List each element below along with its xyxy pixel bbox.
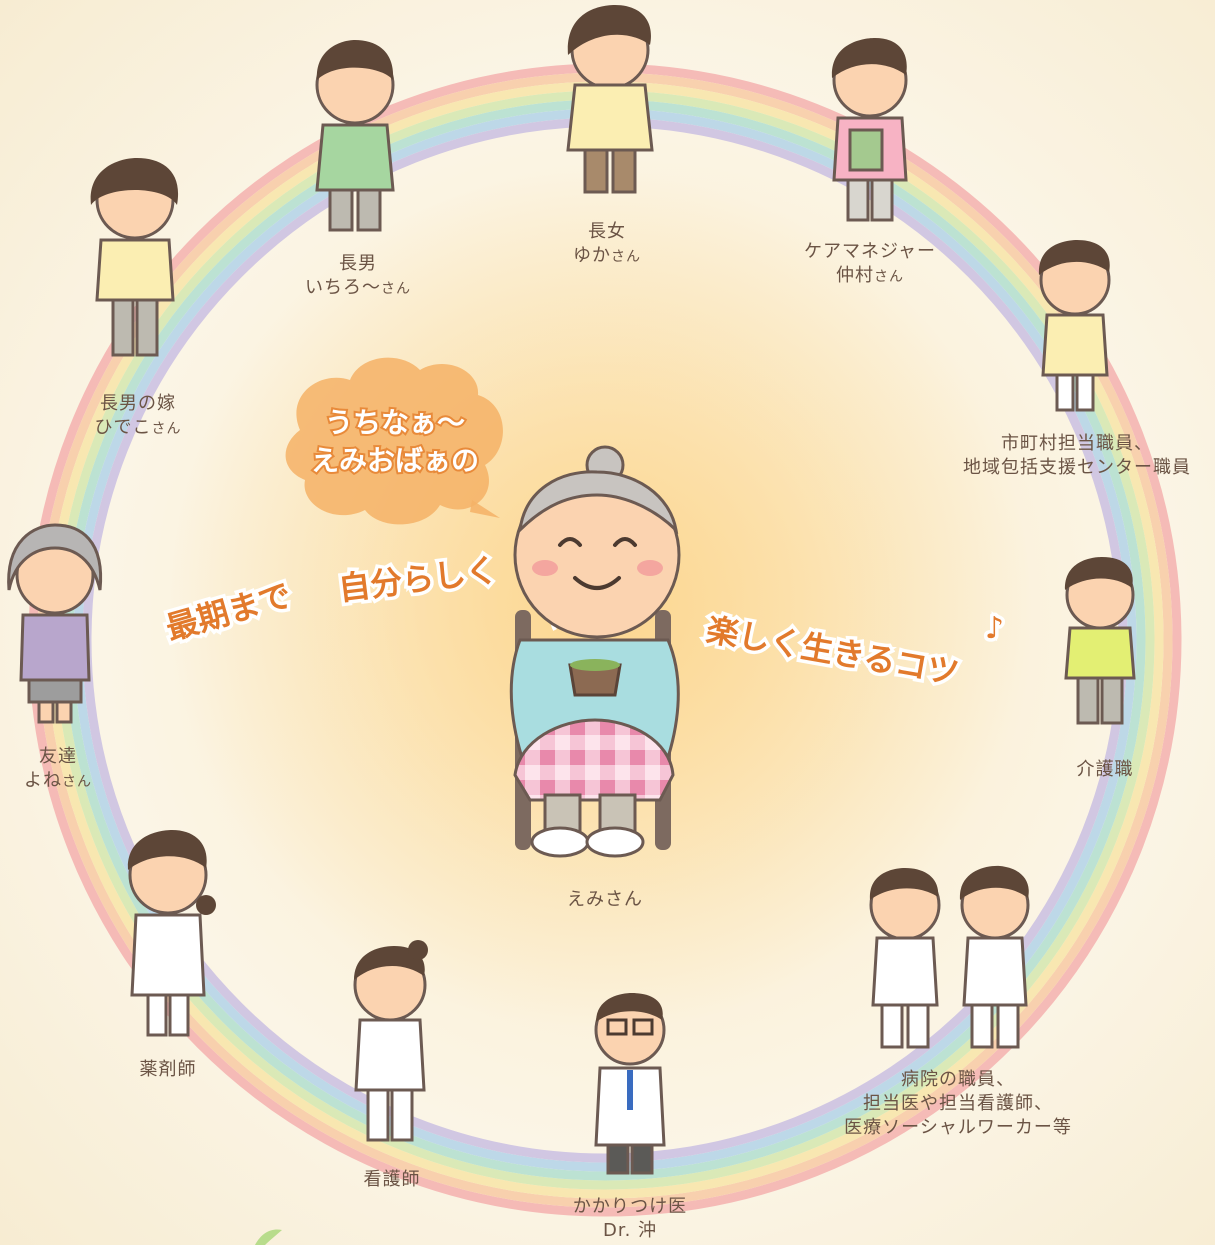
title-line2: えみおばぁの xyxy=(311,444,479,477)
care-manager-figure xyxy=(831,38,908,222)
emi-san-illustration xyxy=(509,445,681,858)
friend-figure xyxy=(7,523,103,724)
label-care-manager: ケアマネジャー 仲村さん xyxy=(803,241,937,286)
music-note-icon: ♪ xyxy=(985,611,1004,646)
hospital-staff-figures xyxy=(869,865,1030,1049)
label-municipal: 市町村担当職員、 地域包括支援センター職員 xyxy=(963,433,1191,478)
label-nurse: 看護師 xyxy=(363,1169,421,1190)
label-hospital: 病院の職員、 担当医や担当看護師、 医療ソーシャルワーカー等 xyxy=(844,1069,1072,1138)
label-care-worker: 介護職 xyxy=(1076,759,1134,780)
label-pharmacist: 薬剤師 xyxy=(139,1059,197,1080)
title-line1: うちなぁ～ xyxy=(325,406,465,439)
label-emi-san: えみさん xyxy=(567,889,643,910)
eldest-son-figure xyxy=(315,40,395,232)
label-daughter-in-law: 長男の嫁 ひでこさん xyxy=(94,393,182,438)
family-doctor-figure xyxy=(594,993,666,1175)
pharmacist-figure xyxy=(127,830,216,1037)
daughter-in-law-figure xyxy=(90,158,179,357)
leaf-icon xyxy=(255,1229,282,1245)
label-eldest-son: 長男 いちろ～さん xyxy=(305,253,411,298)
label-friend: 友達 よねさん xyxy=(24,746,92,791)
label-family-doctor: かかりつけ医 Dr. 沖 xyxy=(572,1196,688,1241)
care-worker-figure xyxy=(1064,557,1136,725)
nurse-figure xyxy=(353,940,428,1142)
municipal-staff-figure xyxy=(1038,240,1111,412)
eldest-daughter-figure xyxy=(566,5,654,194)
label-eldest-daughter: 長女 ゆかさん xyxy=(573,221,641,266)
title-cloud: うちなぁ～ えみおばぁの xyxy=(285,357,503,525)
